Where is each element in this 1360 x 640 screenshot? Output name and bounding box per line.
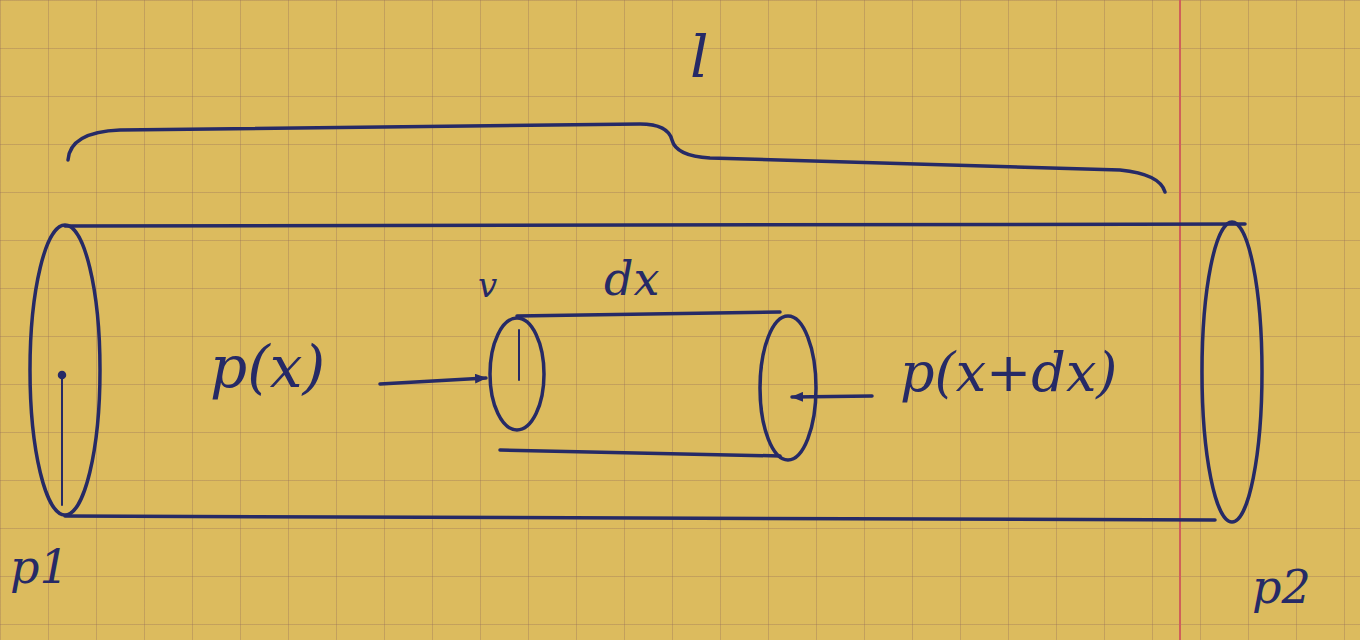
- velocity-label: v: [478, 268, 497, 302]
- pressure-arrow: [380, 378, 486, 384]
- pressure-label: p(x+dx): [900, 346, 1117, 400]
- element-wall: [517, 312, 780, 316]
- pressure-label: p1: [10, 544, 69, 590]
- length-label: l: [690, 28, 709, 86]
- margin-line: [1179, 0, 1181, 640]
- pressure-label: p2: [1252, 564, 1311, 610]
- element-wall: [500, 450, 780, 456]
- pipe-wall: [65, 224, 1245, 226]
- radius-line: [61, 375, 63, 505]
- pipe-wall: [65, 516, 1215, 520]
- dimension-label: dx: [604, 256, 659, 302]
- element-face: [490, 318, 544, 430]
- pressure-label: p(x): [210, 338, 325, 396]
- element-face: [760, 316, 816, 460]
- velocity-mark: [518, 330, 520, 380]
- pipe-end: [30, 225, 100, 515]
- pressure-arrow: [792, 396, 872, 397]
- length-brace: [68, 124, 1165, 192]
- center-dot: [60, 373, 65, 378]
- pipe-end: [1202, 222, 1262, 522]
